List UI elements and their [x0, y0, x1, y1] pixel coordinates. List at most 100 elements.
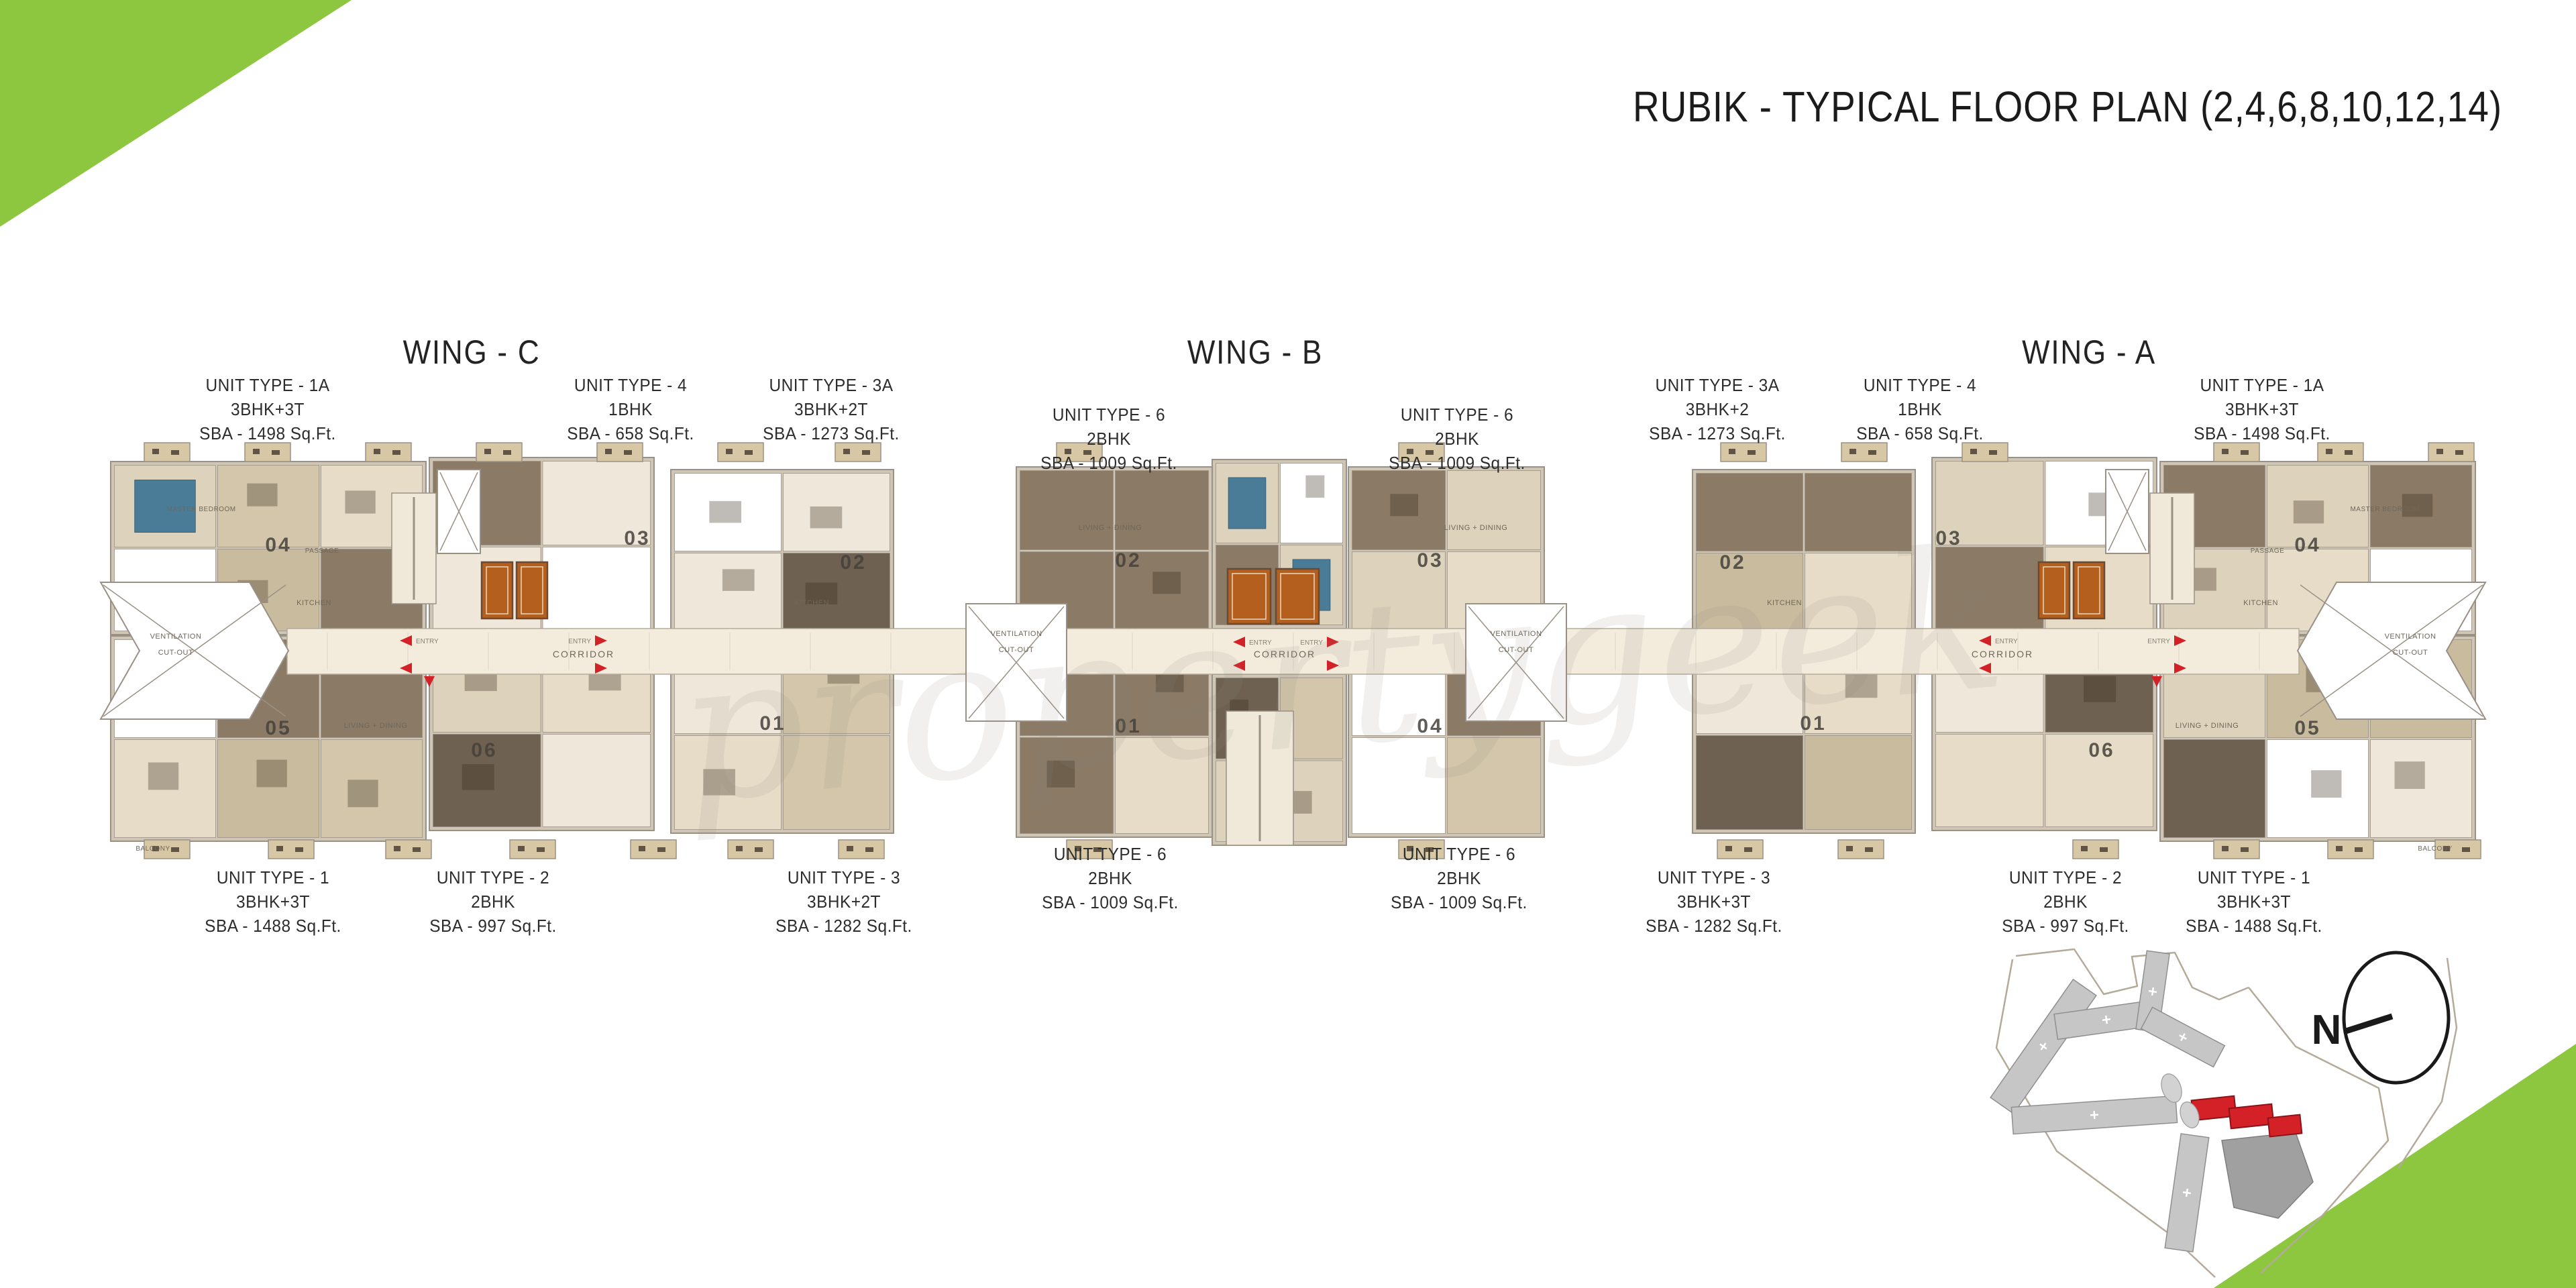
- room-label: VENTILATION: [2385, 633, 2436, 641]
- site-feature: [2180, 1102, 2200, 1128]
- unit-type-label-line: UNIT TYPE - 6: [1400, 405, 1514, 425]
- unit-type-label-line: SBA - 1273 Sq.Ft.: [1649, 423, 1786, 443]
- unit-type-label-line: UNIT TYPE - 2: [2008, 867, 2123, 888]
- ventilation-cutout: [965, 603, 1067, 722]
- lift-shaft: [515, 561, 549, 620]
- unit-type-label-line: 3BHK+3T: [236, 892, 310, 912]
- staircase: [2149, 492, 2195, 604]
- unit-type-label-line: SBA - 1498 Sq.Ft.: [199, 423, 336, 443]
- room-label: VENTILATION: [991, 630, 1042, 638]
- unit-type-label: UNIT TYPE - 3 3BHK+3T SBA - 1282 Sq.Ft.: [1646, 865, 1782, 938]
- room-label: PASSAGE: [305, 547, 339, 555]
- unit-type-label-line: UNIT TYPE - 6: [1053, 844, 1167, 864]
- unit-type-label-line: UNIT TYPE - 6: [1402, 844, 1516, 864]
- balcony-tab: [476, 442, 523, 462]
- entry-arrow: ENTRY: [1300, 637, 1339, 647]
- balcony-tab: [1962, 442, 2008, 462]
- balcony-tab: [244, 442, 291, 462]
- wing-label: WING - B: [1187, 333, 1324, 371]
- room-label: PASSAGE: [2251, 547, 2285, 555]
- unit-type-label-line: 2BHK: [1437, 868, 1481, 888]
- unit-type-label-line: SBA - 658 Sq.Ft.: [567, 423, 694, 443]
- svg-text:ENTRY: ENTRY: [416, 638, 439, 645]
- ventilation-cutout: [2105, 469, 2149, 554]
- unit-type-label-line: UNIT TYPE - 2: [436, 867, 550, 888]
- entry-arrow: ENTRY: [400, 635, 439, 646]
- unit-type-label-line: 3BHK+3T: [2225, 399, 2299, 419]
- room-label: KITCHEN: [2243, 599, 2278, 607]
- unit-number: 01: [1800, 712, 1826, 735]
- unit-number: 02: [1115, 549, 1141, 572]
- unit-number: 03: [1417, 549, 1443, 572]
- site-building: [1990, 978, 2097, 1115]
- unit-number: 04: [1417, 715, 1443, 737]
- balcony-tab: [2213, 839, 2260, 859]
- entry-arrow: [2151, 676, 2162, 687]
- unit-type-label-line: SBA - 1009 Sq.Ft.: [1389, 453, 1525, 473]
- unit-type-label-line: 2BHK: [1435, 429, 1479, 449]
- svg-text:ENTRY: ENTRY: [1300, 639, 1323, 647]
- unit-type-label-line: UNIT TYPE - 1: [2197, 867, 2311, 888]
- unit-type-label: UNIT TYPE - 1A 3BHK+3T SBA - 1498 Sq.Ft.: [2194, 373, 2330, 445]
- entry-arrow: ENTRY: [2147, 635, 2186, 646]
- unit-type-label-line: UNIT TYPE - 1A: [205, 375, 330, 395]
- lift-shaft: [2072, 561, 2106, 620]
- lift-shaft: [2037, 561, 2071, 620]
- balcony-tab: [717, 442, 764, 462]
- room-label: CORRIDOR: [553, 649, 614, 659]
- unit-type-label-line: 3BHK+3T: [231, 399, 305, 419]
- site-structure: [2221, 1132, 2314, 1219]
- room-label: VENTILATION: [150, 633, 202, 641]
- unit-type-label-line: UNIT TYPE - 3: [787, 867, 901, 888]
- balcony-tab: [2317, 442, 2364, 462]
- unit-type-label-line: SBA - 1498 Sq.Ft.: [2194, 423, 2330, 443]
- entry-arrow: [1979, 663, 1991, 674]
- unit-number: 06: [471, 739, 497, 761]
- unit-number: 02: [1719, 551, 1746, 574]
- balcony-tab: [1066, 839, 1113, 859]
- site-feature: [2161, 1073, 2182, 1103]
- site-highlighted-building: [2267, 1114, 2303, 1138]
- unit-type-label-line: UNIT TYPE - 3: [1657, 867, 1771, 888]
- room-label: CUT-OUT: [2393, 649, 2428, 657]
- room-label: KITCHEN: [794, 599, 829, 607]
- svg-text:ENTRY: ENTRY: [1995, 638, 2018, 645]
- ventilation-cutout: [437, 469, 481, 554]
- site-building: [2010, 1095, 2178, 1135]
- unit-type-label-line: 3BHK+3T: [1677, 892, 1751, 912]
- unit-type-label-line: SBA - 1273 Sq.Ft.: [763, 423, 900, 443]
- north-compass: N: [2312, 951, 2451, 1085]
- balcony-tab: [509, 839, 556, 859]
- staircase: [391, 492, 437, 604]
- entry-arrow: ENTRY: [1233, 637, 1272, 647]
- balcony-tab: [2327, 839, 2374, 859]
- wing-label: WING - A: [2022, 333, 2156, 371]
- lift-shaft: [480, 561, 514, 620]
- unit-type-label-line: SBA - 1488 Sq.Ft.: [205, 916, 341, 936]
- staircase: [1226, 710, 1294, 846]
- unit-type-label-line: SBA - 1009 Sq.Ft.: [1040, 453, 1177, 473]
- unit-type-label: UNIT TYPE - 1A 3BHK+3T SBA - 1498 Sq.Ft.: [199, 373, 336, 445]
- unit-type-label-line: SBA - 997 Sq.Ft.: [429, 916, 557, 936]
- unit-type-label-line: SBA - 1282 Sq.Ft.: [1646, 916, 1782, 936]
- site-key-plan: [1990, 948, 2458, 1278]
- balcony-tab: [268, 839, 315, 859]
- room-label: CUT-OUT: [158, 649, 193, 657]
- room-label: KITCHEN: [1767, 599, 1802, 607]
- ventilation-cutout: [2296, 582, 2487, 720]
- unit-type-label-line: UNIT TYPE - 1A: [2200, 375, 2324, 395]
- room-label: VENTILATION: [1491, 630, 1542, 638]
- balcony-tab: [144, 839, 191, 859]
- unit-type-label-line: 2BHK: [1087, 429, 1131, 449]
- unit-type-label-line: SBA - 1009 Sq.Ft.: [1042, 892, 1179, 912]
- unit-type-label-line: UNIT TYPE - 3A: [769, 375, 894, 395]
- unit-number: 02: [840, 551, 866, 574]
- unit-number: 01: [1115, 715, 1141, 737]
